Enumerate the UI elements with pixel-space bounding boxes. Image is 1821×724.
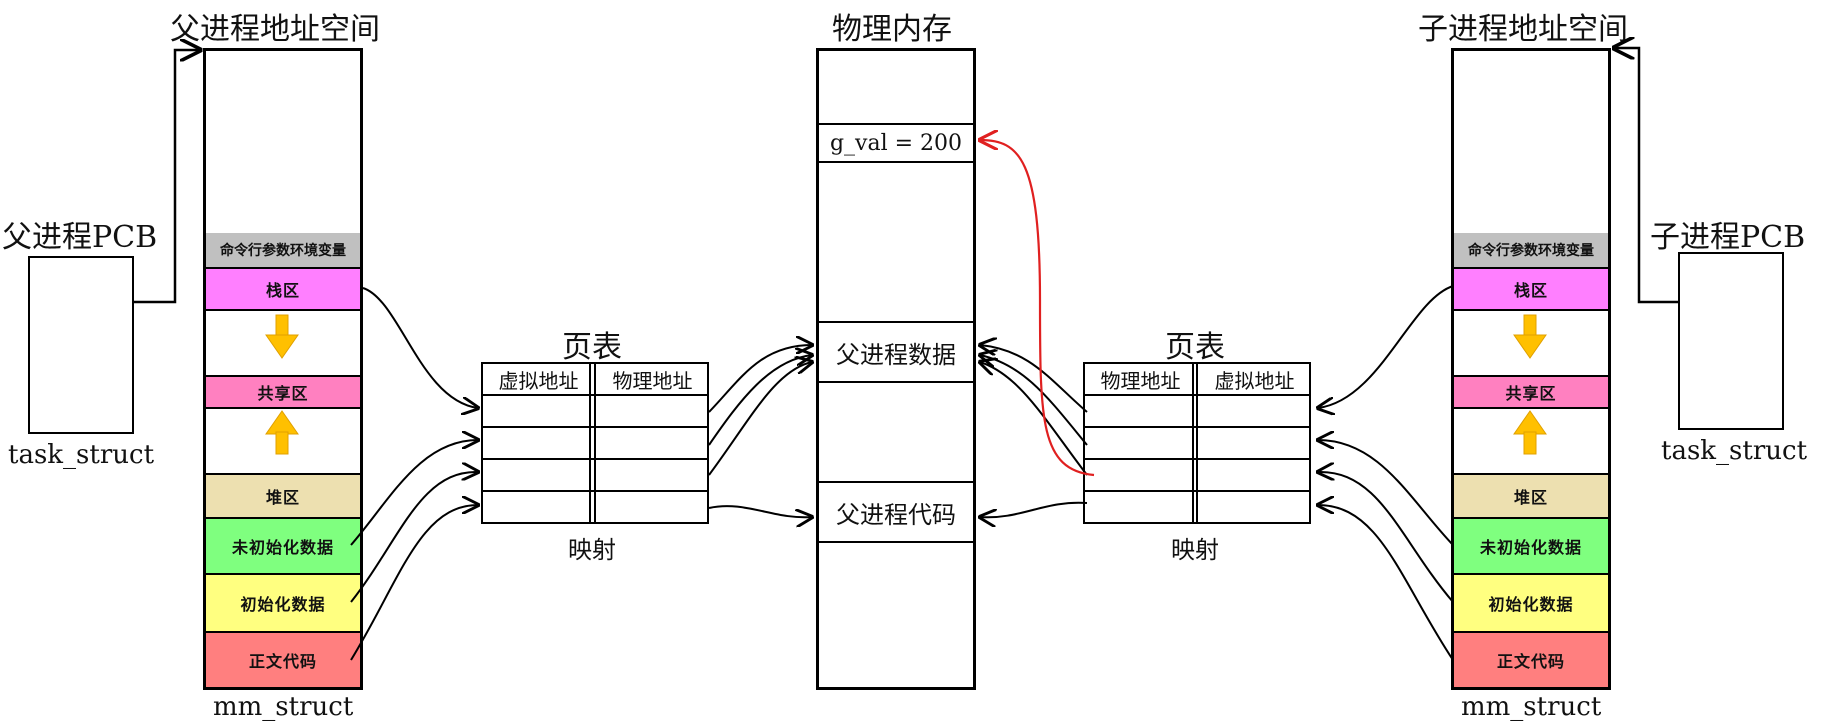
down-arrow-icon	[1513, 314, 1547, 359]
table-row	[1085, 460, 1198, 492]
child-bss-to-pt	[1318, 440, 1454, 546]
table-row	[483, 428, 596, 460]
table-row	[596, 428, 709, 460]
parent-text-to-pt	[350, 505, 478, 661]
parent-address-space: 命令行参数环境变量 栈区 共享区 堆区 未初始化数据 初始化数据 正文代码	[203, 48, 363, 690]
parent-segment-shared: 共享区	[206, 377, 360, 409]
up-arrow-icon	[1513, 410, 1547, 455]
right-page-table-title: 页表	[1165, 330, 1225, 365]
left-pt-divider	[589, 362, 591, 524]
parent-task-struct-label: task_struct	[8, 440, 155, 470]
parent-mm-struct-label: mm_struct	[213, 692, 354, 722]
right-mapping-caption: 映射	[1171, 536, 1219, 564]
right-pt-to-data-1	[980, 345, 1088, 413]
parent-segment-stack: 栈区	[206, 269, 360, 311]
child-segment-stack: 栈区	[1454, 269, 1608, 311]
physical-memory-title: 物理内存	[832, 12, 952, 47]
right-pt-divider	[1192, 362, 1194, 524]
left-pt-header-virtual: 虚拟地址	[483, 364, 596, 396]
table-row	[483, 460, 596, 492]
child-data-to-pt	[1318, 472, 1454, 603]
table-row	[1085, 396, 1198, 428]
up-arrow-icon	[265, 410, 299, 455]
phys-block-top	[819, 51, 973, 125]
child-segment-shared: 共享区	[1454, 377, 1608, 409]
child-pcb-box	[1678, 252, 1784, 430]
parent-gap-1	[206, 311, 360, 377]
right-pt-to-code	[980, 501, 1088, 518]
parent-segment-heap: 堆区	[206, 475, 360, 519]
child-address-space: 命令行参数环境变量 栈区 共享区 堆区 未初始化数据 初始化数据 正文代码	[1451, 48, 1611, 690]
right-pt-to-data-3	[980, 362, 1088, 476]
down-arrow-icon	[265, 314, 299, 359]
parent-segment-data: 初始化数据	[206, 575, 360, 633]
child-space-title: 子进程地址空间	[1418, 12, 1628, 47]
child-segment-text: 正文代码	[1454, 633, 1608, 687]
left-mapping-caption: 映射	[568, 536, 616, 564]
left-pt-to-code	[708, 505, 812, 517]
table-row	[1198, 460, 1311, 492]
cow-red-arrow	[980, 140, 1095, 477]
child-gap-2	[1454, 409, 1608, 475]
parent-data-to-pt	[350, 472, 478, 603]
table-row	[1085, 492, 1198, 522]
child-pcb-label: 子进程PCB	[1650, 220, 1806, 255]
child-segment-bss: 未初始化数据	[1454, 519, 1608, 575]
child-task-struct-label: task_struct	[1661, 436, 1808, 466]
child-segment-heap: 堆区	[1454, 475, 1608, 519]
parent-bss-to-pt	[350, 440, 478, 546]
left-page-table-title: 页表	[562, 330, 622, 365]
phys-block-mid	[819, 383, 973, 483]
right-pt-header-virtual: 虚拟地址	[1198, 364, 1311, 396]
table-row	[483, 492, 596, 522]
left-page-table: 虚拟地址 物理地址	[481, 362, 709, 524]
parent-segment-text: 正文代码	[206, 633, 360, 687]
child-segment-data: 初始化数据	[1454, 575, 1608, 633]
parent-space-title: 父进程地址空间	[170, 12, 380, 47]
left-pt-to-data-3	[708, 362, 812, 476]
table-row	[1198, 428, 1311, 460]
left-pt-to-data-1	[708, 345, 812, 413]
left-pt-header-physical: 物理地址	[596, 364, 709, 396]
child-mm-struct-label: mm_struct	[1461, 692, 1602, 722]
table-row	[596, 396, 709, 428]
parent-pcb-box	[28, 256, 134, 434]
child-gap-1	[1454, 311, 1608, 377]
right-page-table: 物理地址 虚拟地址	[1083, 362, 1311, 524]
g-val-cell: g_val = 200	[819, 125, 973, 163]
child-text-to-pt	[1318, 505, 1454, 661]
child-segment-env: 命令行参数环境变量	[1454, 233, 1608, 269]
parent-code-cell: 父进程代码	[819, 483, 973, 543]
parent-pcb-label: 父进程PCB	[2, 220, 158, 255]
parent-pcb-link	[134, 50, 200, 304]
parent-gap-2	[206, 409, 360, 475]
table-row	[1085, 428, 1198, 460]
parent-data-cell: 父进程数据	[819, 323, 973, 383]
parent-segment-bss: 未初始化数据	[206, 519, 360, 575]
table-row	[483, 396, 596, 428]
table-row	[1198, 396, 1311, 428]
physical-memory: g_val = 200 父进程数据 父进程代码	[816, 48, 976, 690]
child-stack-to-pt	[1318, 285, 1454, 408]
table-row	[596, 460, 709, 492]
parent-stack-to-pt	[362, 287, 478, 408]
phys-block-free	[819, 163, 973, 323]
parent-segment-env: 命令行参数环境变量	[206, 233, 360, 269]
child-pcb-link	[1614, 48, 1678, 304]
right-pt-header-physical: 物理地址	[1085, 364, 1198, 396]
